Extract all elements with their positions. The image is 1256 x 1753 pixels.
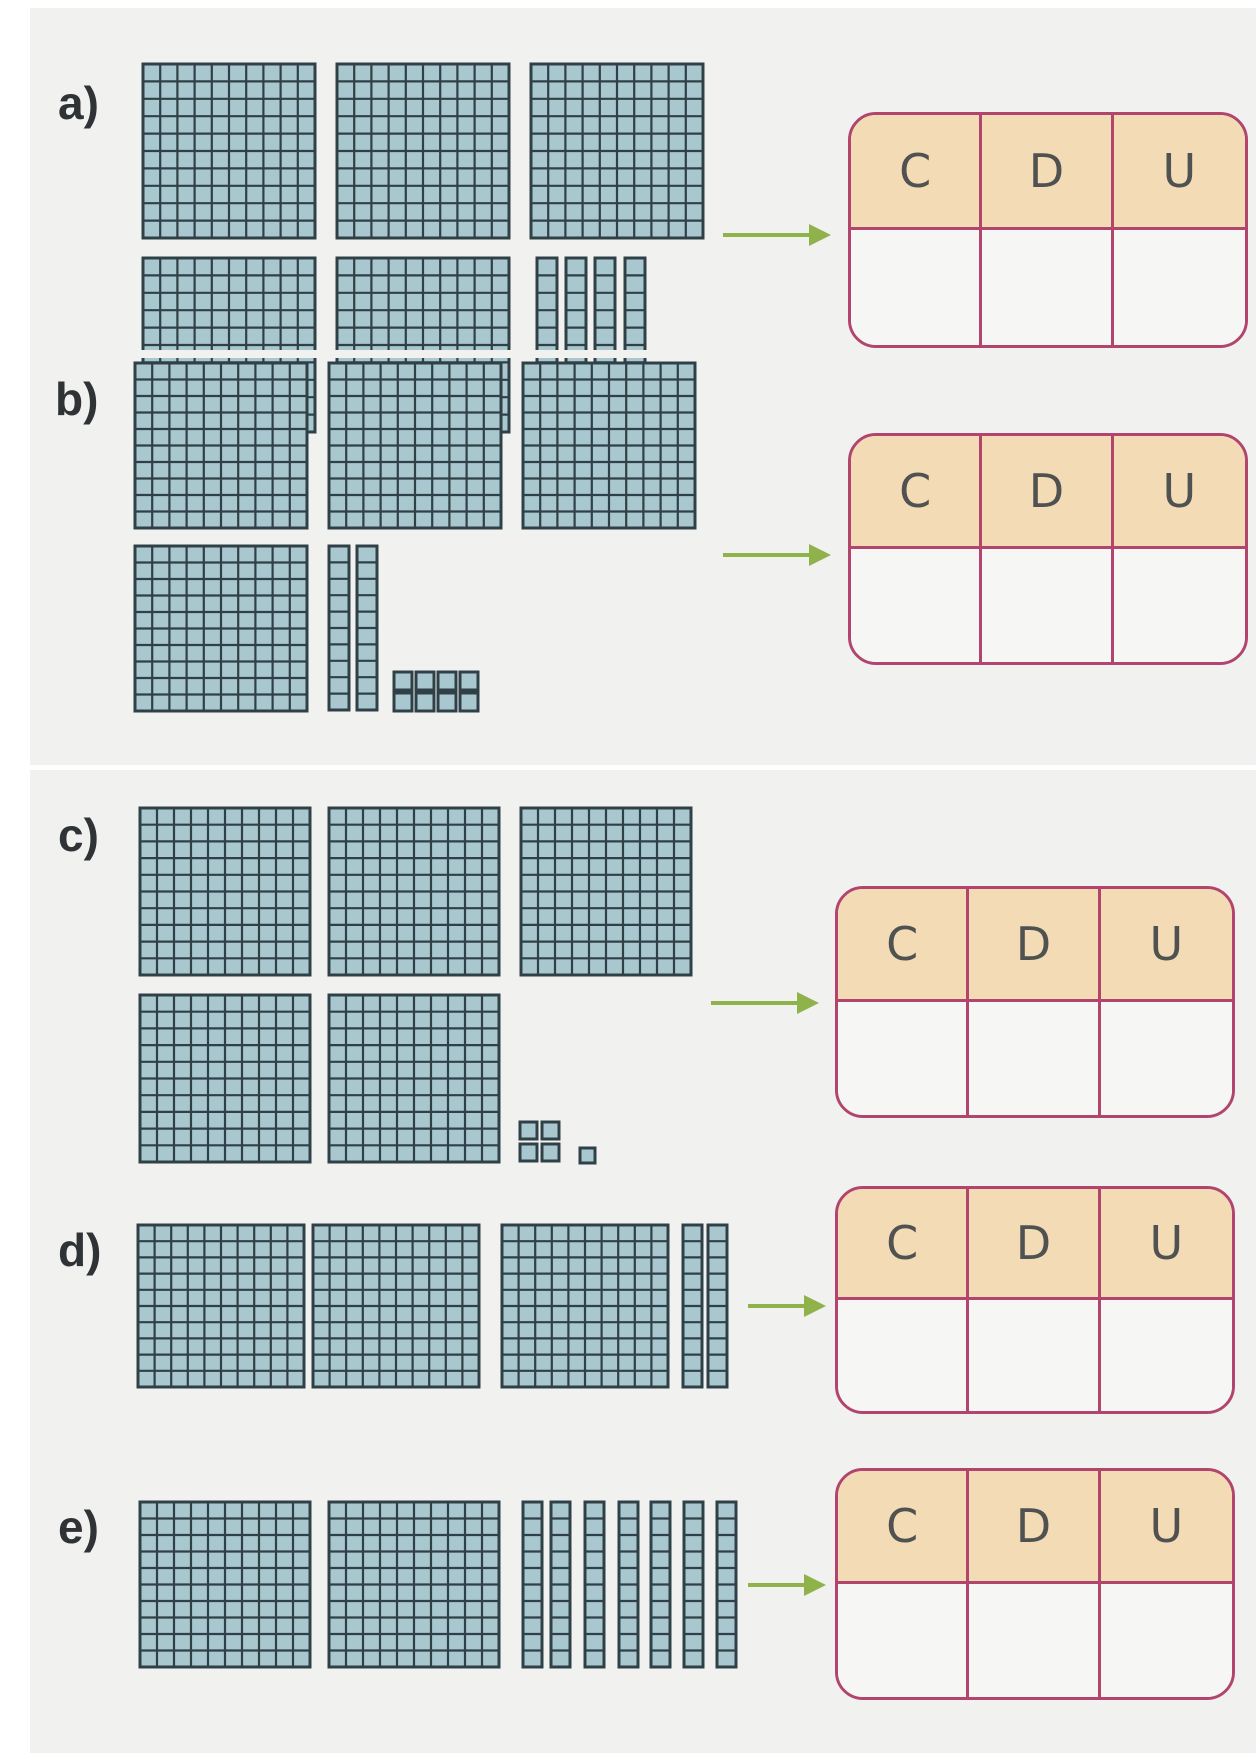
answer-cell-c[interactable] xyxy=(851,230,983,345)
place-value-table-a: C D U xyxy=(848,112,1248,348)
exercise-label-d: d) xyxy=(58,1224,102,1276)
answer-cell-u[interactable] xyxy=(1100,1002,1232,1115)
answer-cell-u[interactable] xyxy=(1100,1584,1232,1697)
answer-cell-d[interactable] xyxy=(969,1584,1101,1697)
header-c: C xyxy=(838,1471,970,1584)
place-value-table-e: C D U xyxy=(835,1468,1235,1700)
header-u: U xyxy=(1113,115,1245,230)
arrow-icon xyxy=(748,1295,826,1317)
header-u: U xyxy=(1100,1189,1232,1300)
answer-cell-d[interactable] xyxy=(982,230,1114,345)
answer-cell-u[interactable] xyxy=(1100,1300,1232,1411)
header-d: D xyxy=(969,1471,1101,1584)
header-u: U xyxy=(1100,1471,1232,1584)
header-c: C xyxy=(838,1189,970,1300)
answer-cell-d[interactable] xyxy=(969,1300,1101,1411)
answer-cell-c[interactable] xyxy=(838,1002,970,1115)
place-value-table-c: C D U xyxy=(835,886,1235,1118)
header-d: D xyxy=(982,436,1114,549)
answer-cell-d[interactable] xyxy=(969,1002,1101,1115)
header-d: D xyxy=(969,1189,1101,1300)
header-u: U xyxy=(1113,436,1245,549)
answer-cell-c[interactable] xyxy=(838,1300,970,1411)
exercise-label-c: c) xyxy=(58,809,99,861)
exercise-label-b: b) xyxy=(55,373,99,425)
arrow-icon xyxy=(723,544,831,566)
answer-cell-c[interactable] xyxy=(838,1584,970,1697)
header-c: C xyxy=(838,889,970,1002)
place-value-table-d: C D U xyxy=(835,1186,1235,1414)
header-c: C xyxy=(851,436,983,549)
arrow-icon xyxy=(748,1574,826,1596)
place-value-table-b: C D U xyxy=(848,433,1248,665)
answer-cell-u[interactable] xyxy=(1113,549,1245,662)
arrow-icon xyxy=(723,224,831,246)
header-d: D xyxy=(982,115,1114,230)
exercise-label-e: e) xyxy=(58,1501,99,1553)
exercise-label-a: a) xyxy=(58,77,99,129)
header-c: C xyxy=(851,115,983,230)
arrow-icon xyxy=(711,992,819,1014)
header-u: U xyxy=(1100,889,1232,1002)
answer-cell-u[interactable] xyxy=(1113,230,1245,345)
header-d: D xyxy=(969,889,1101,1002)
answer-cell-c[interactable] xyxy=(851,549,983,662)
answer-cell-d[interactable] xyxy=(982,549,1114,662)
